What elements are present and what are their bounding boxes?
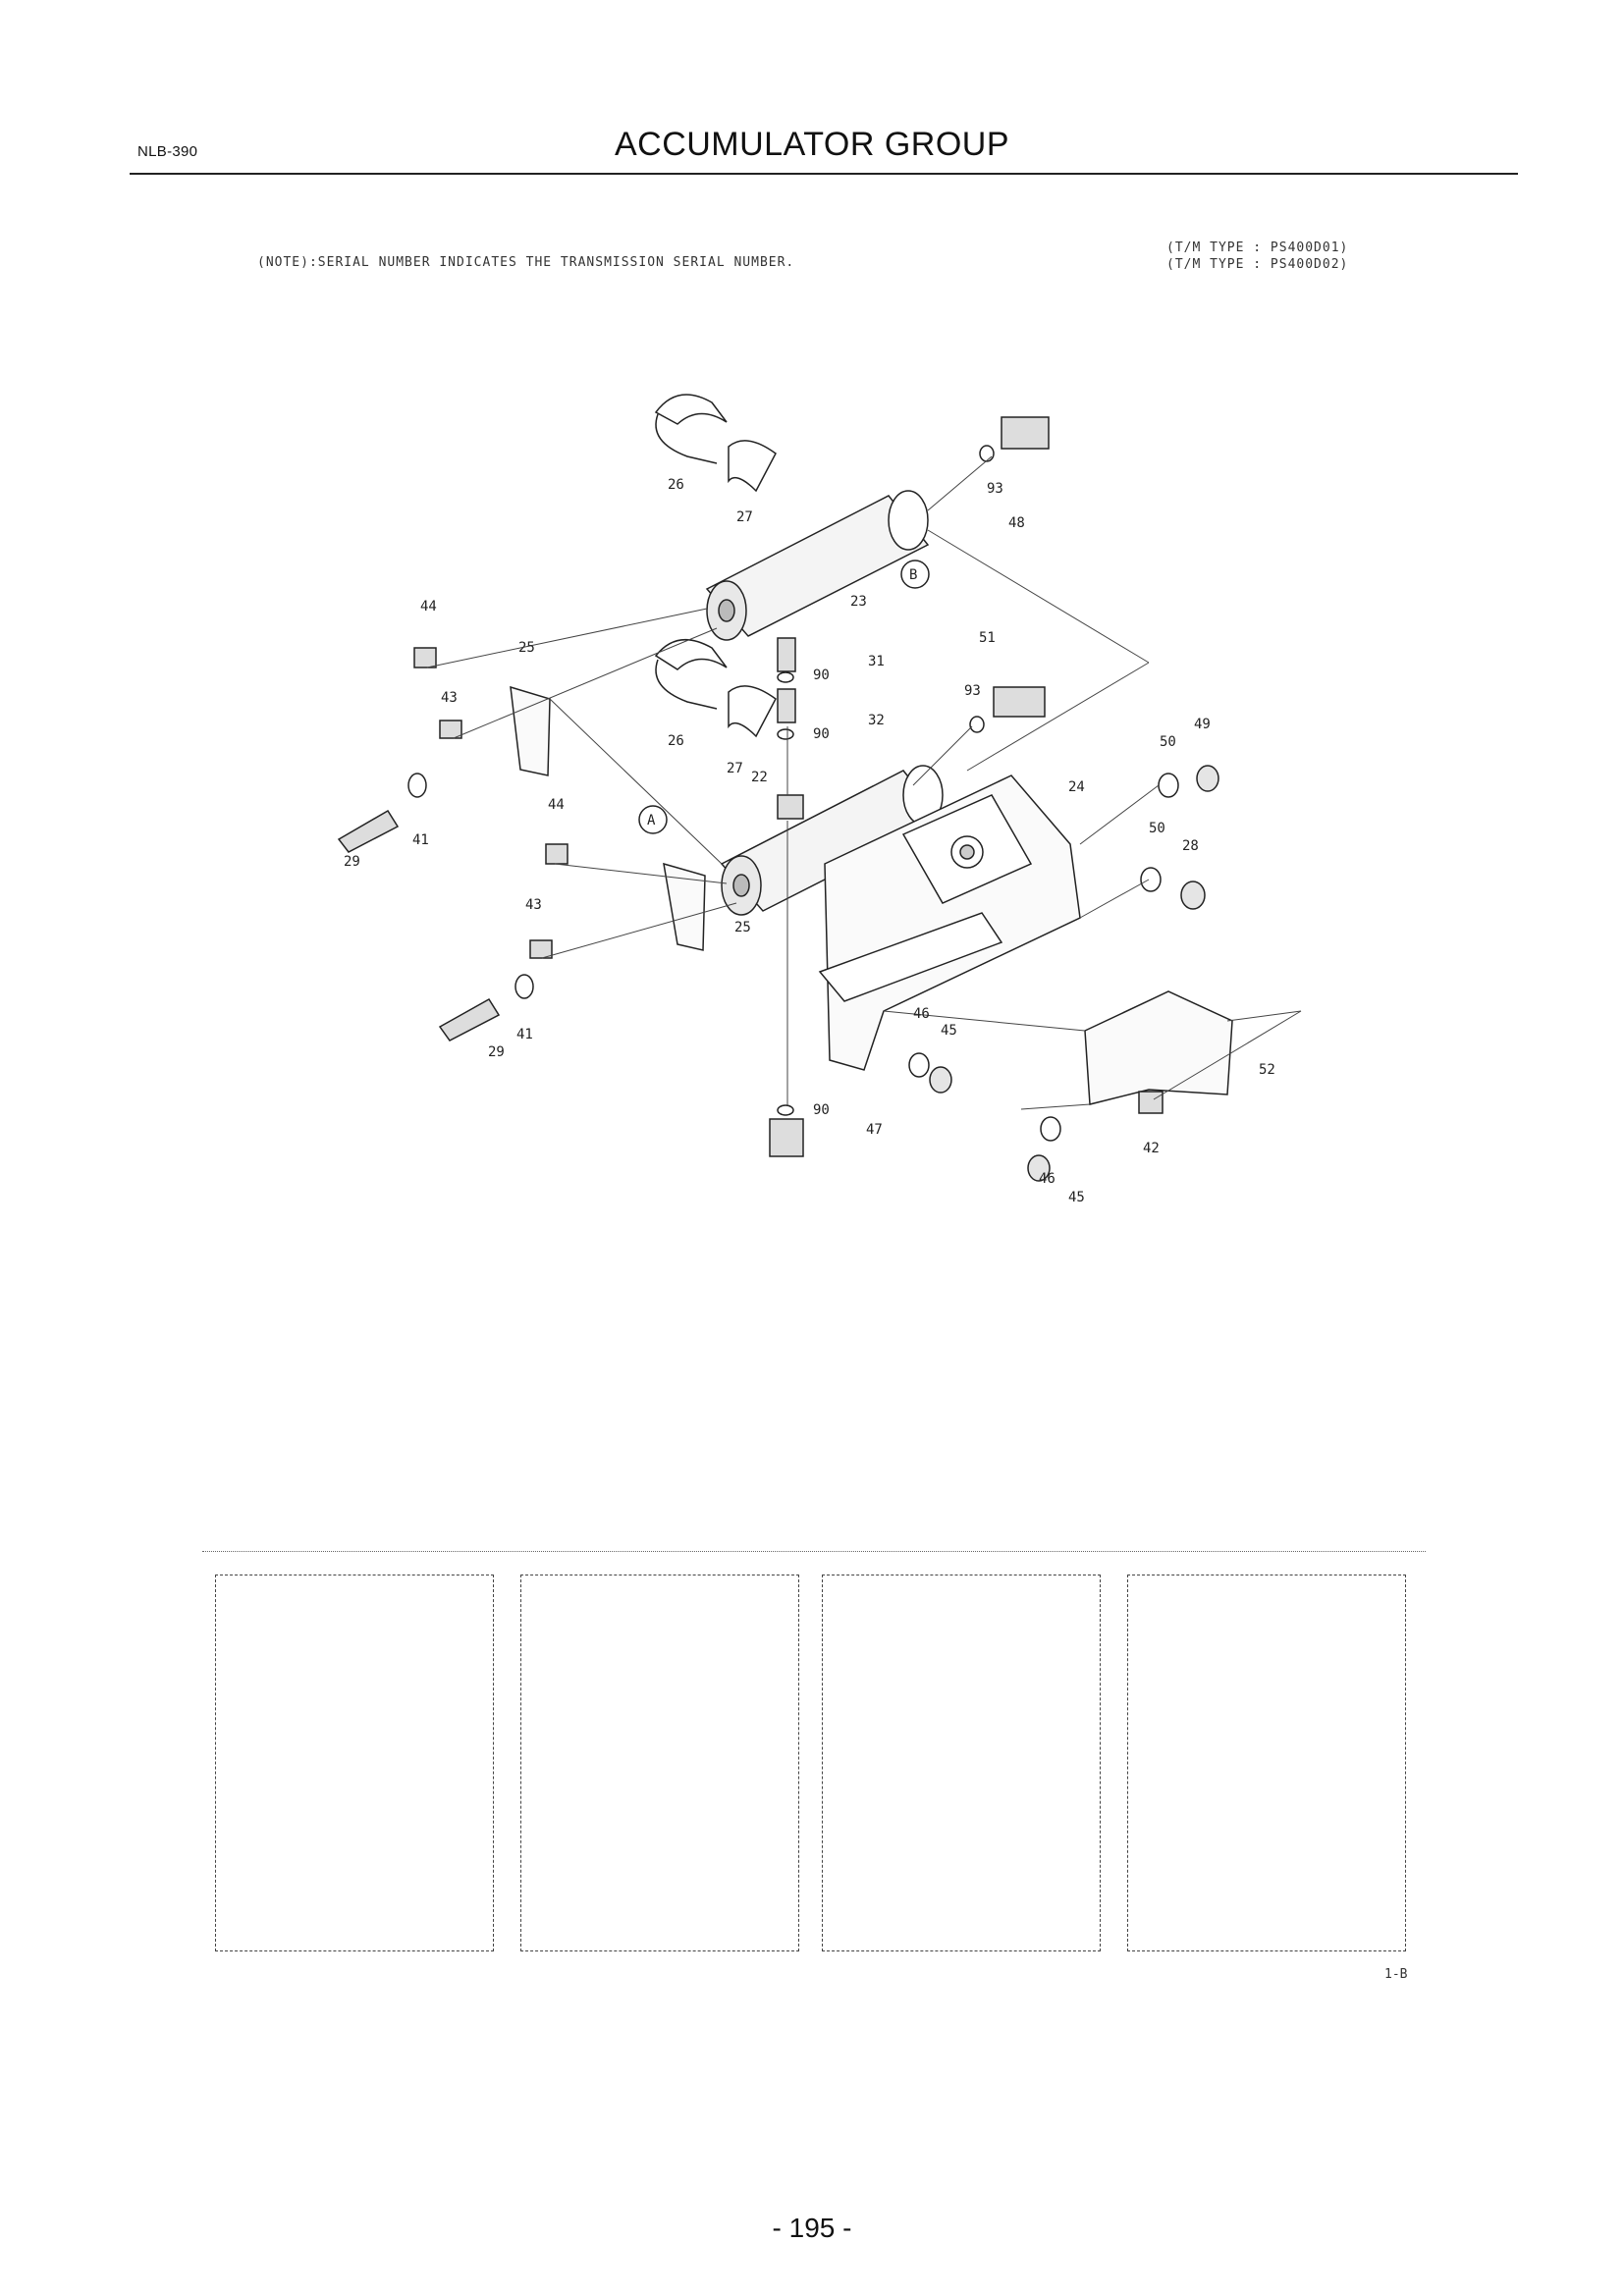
callout: 48 (1008, 515, 1025, 531)
page-number: - 195 - (772, 2213, 852, 2243)
washer-50-lower (1140, 867, 1162, 892)
serial-number-box (1127, 1575, 1406, 1951)
fitting-31 (777, 637, 796, 672)
callout: 93 (964, 683, 981, 699)
callout: 32 (868, 713, 885, 728)
callout: 31 (868, 654, 885, 669)
callout: 46 (1039, 1171, 1056, 1187)
ref-circle-a (638, 805, 668, 834)
callout: 41 (516, 1027, 533, 1042)
callout: 25 (734, 920, 751, 935)
document-code: NLB-390 (137, 143, 198, 160)
nut-49 (1196, 765, 1219, 792)
callout: 44 (420, 599, 437, 614)
o-ring-90-c (777, 1104, 794, 1116)
callout: 27 (736, 509, 753, 525)
serial-number-box (520, 1575, 799, 1951)
callout: 45 (941, 1023, 957, 1039)
callout: 26 (668, 477, 684, 493)
ref-letter: B (909, 567, 917, 583)
sensor-29-upper (337, 809, 400, 853)
nut-28 (1180, 881, 1206, 910)
strap-lower (654, 638, 777, 738)
tm-type-line: (T/M TYPE : PS400D02) (1166, 257, 1349, 272)
accumulator-lower (720, 765, 945, 916)
serial-note: (NOTE):SERIAL NUMBER INDICATES THE TRANS… (257, 255, 795, 270)
callout: 49 (1194, 717, 1211, 732)
ref-letter: A (647, 813, 656, 828)
accumulator-upper (705, 490, 930, 641)
callout: 27 (727, 761, 743, 776)
callout: 29 (488, 1044, 505, 1060)
callout: 43 (525, 897, 542, 913)
bracket-upper (510, 685, 551, 776)
callout: 43 (441, 690, 458, 706)
bolt-44-upper (413, 647, 437, 668)
callout: 50 (1149, 821, 1165, 836)
washer-41-lower (514, 974, 534, 999)
bolt-44-lower (545, 843, 568, 865)
mounting-plate (818, 774, 1081, 1071)
fitting-51 (993, 686, 1046, 718)
callout: 50 (1160, 734, 1176, 750)
bolt-43-lower (529, 939, 553, 959)
callout: 46 (913, 1006, 930, 1022)
page-title: ACCUMULATOR GROUP (614, 126, 1010, 163)
transmission-types: (T/M TYPE : PS400D01) (T/M TYPE : PS400D… (1166, 240, 1348, 273)
fitting-48 (1001, 416, 1050, 450)
callout: 52 (1259, 1062, 1275, 1078)
washer-46-lower (1040, 1116, 1061, 1142)
header-divider (130, 173, 1518, 175)
figure-code: 1-B (1384, 1967, 1408, 1982)
callout: 24 (1068, 779, 1085, 795)
callout: 25 (518, 640, 535, 656)
washer-50-upper (1158, 773, 1179, 798)
callout: 93 (987, 481, 1003, 497)
tm-type-line: (T/M TYPE : PS400D01) (1166, 240, 1349, 255)
bolt-42 (1138, 1091, 1164, 1114)
serial-section-divider (202, 1551, 1426, 1552)
fitting-22 (777, 794, 804, 820)
callout: 26 (668, 733, 684, 749)
fitting-47 (769, 1118, 804, 1157)
o-ring-90-b (777, 728, 794, 740)
nut-45-upper (929, 1066, 952, 1094)
o-ring-93-b (969, 716, 985, 733)
sensor-29-lower (438, 997, 501, 1041)
callout: 22 (751, 770, 768, 785)
strap-upper (654, 394, 777, 493)
o-ring-93-a (979, 445, 995, 462)
callout: 28 (1182, 838, 1199, 854)
serial-number-box (215, 1575, 494, 1951)
serial-number-box (822, 1575, 1101, 1951)
bolt-43-upper (439, 720, 462, 739)
fitting-32 (777, 688, 796, 723)
callout: 47 (866, 1122, 883, 1138)
callout: 29 (344, 854, 360, 870)
washer-41-upper (407, 773, 427, 798)
exploded-parts-diagram: 26 27 93 48 23 B 44 25 31 90 51 93 43 26… (337, 394, 1302, 1205)
callout: 23 (850, 594, 867, 610)
bracket-lower (663, 862, 706, 951)
callout: 90 (813, 667, 830, 683)
callout: 44 (548, 797, 565, 813)
bracket-52 (1084, 990, 1233, 1105)
o-ring-90-a (777, 671, 794, 683)
nut-45-lower (1027, 1154, 1051, 1182)
callout: 90 (813, 1102, 830, 1118)
callout: 51 (979, 630, 996, 646)
callout: 42 (1143, 1141, 1160, 1156)
washer-46-upper (908, 1052, 930, 1078)
callout: 45 (1068, 1190, 1085, 1205)
callout: 90 (813, 726, 830, 742)
ref-circle-b (900, 560, 930, 589)
callout: 41 (412, 832, 429, 848)
